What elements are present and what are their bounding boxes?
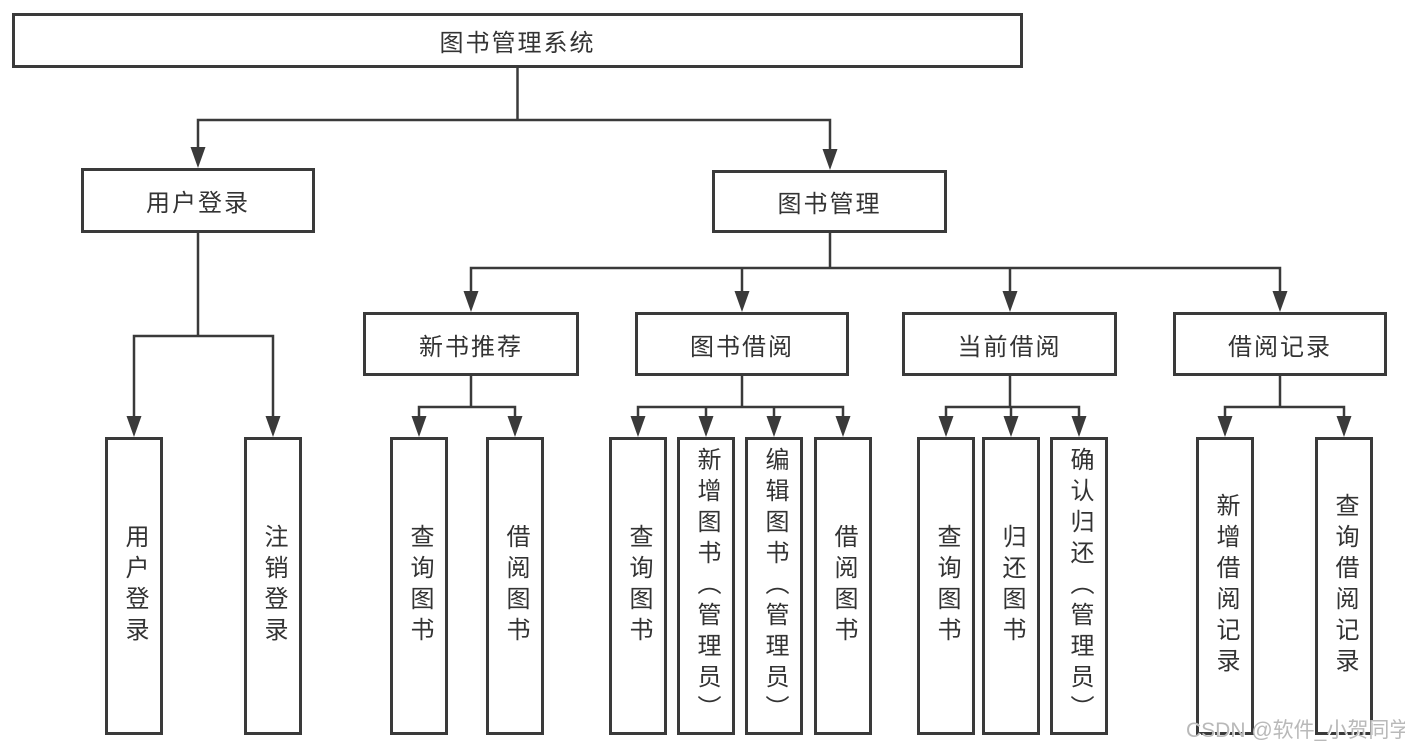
node-user-login: 用户登录 [81, 168, 315, 233]
node-root-system-label: 图书管理系统 [439, 30, 596, 57]
leaf-confirm-return-admin-label: 确认归还（管理员） [1066, 446, 1093, 726]
leaf-return-books: 归还图书 [982, 437, 1040, 735]
leaf-add-books-admin: 新增图书（管理员） [677, 437, 735, 735]
node-book-management: 图书管理 [712, 170, 947, 233]
leaf-query-books-3: 查询图书 [917, 437, 975, 735]
node-current-borrowing-label: 当前借阅 [957, 333, 1062, 361]
leaf-logout-label: 注销登录 [260, 524, 287, 648]
node-root-system: 图书管理系统 [12, 13, 1023, 68]
node-new-book-recommend: 新书推荐 [363, 312, 579, 376]
leaf-borrow-books-2: 借阅图书 [814, 437, 872, 735]
leaf-add-books-admin-label: 新增图书（管理员） [693, 446, 720, 726]
leaf-query-books-1-label: 查询图书 [406, 524, 433, 648]
leaf-query-books-1: 查询图书 [390, 437, 448, 735]
node-book-borrowing: 图书借阅 [635, 312, 849, 376]
leaf-query-books-2: 查询图书 [609, 437, 667, 735]
csdn-watermark: CSDN @软件_小贺同学 [1186, 719, 1405, 742]
node-new-book-recommend-label: 新书推荐 [419, 333, 523, 361]
node-borrowing-records: 借阅记录 [1173, 312, 1387, 376]
leaf-borrow-books-2-label: 借阅图书 [830, 524, 857, 648]
node-book-borrowing-label: 图书借阅 [690, 333, 794, 361]
leaf-edit-books-admin-label: 编辑图书（管理员） [761, 446, 788, 726]
leaf-edit-books-admin: 编辑图书（管理员） [745, 437, 803, 735]
leaf-confirm-return-admin: 确认归还（管理员） [1050, 437, 1108, 735]
leaf-query-borrow-record-label: 查询借阅记录 [1331, 493, 1358, 679]
leaf-add-borrow-record: 新增借阅记录 [1196, 437, 1254, 735]
leaf-query-borrow-record: 查询借阅记录 [1315, 437, 1373, 735]
node-book-management-label: 图书管理 [777, 191, 882, 218]
leaf-borrow-books-1-label: 借阅图书 [502, 524, 529, 648]
leaf-logout: 注销登录 [244, 437, 302, 735]
node-user-login-label: 用户登录 [146, 190, 250, 217]
leaf-query-books-2-label: 查询图书 [625, 524, 652, 648]
leaf-user-login: 用户登录 [105, 437, 163, 735]
leaf-user-login-label: 用户登录 [121, 524, 148, 648]
node-current-borrowing: 当前借阅 [902, 312, 1117, 376]
connector-lines [132, 68, 1346, 420]
leaf-add-borrow-record-label: 新增借阅记录 [1212, 493, 1239, 679]
arrow-down-icons [126, 147, 1352, 437]
leaf-borrow-books-1: 借阅图书 [486, 437, 544, 735]
leaf-query-books-3-label: 查询图书 [933, 524, 960, 648]
leaf-return-books-label: 归还图书 [998, 524, 1025, 648]
node-borrowing-records-label: 借阅记录 [1228, 333, 1332, 361]
